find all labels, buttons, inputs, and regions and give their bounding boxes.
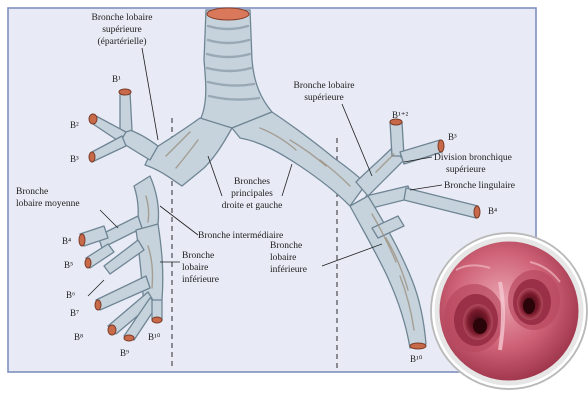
segment-right-b1: B¹: [112, 74, 121, 84]
segment-right-b9: B⁹: [120, 348, 129, 358]
bronchoscopy-inset: [431, 233, 587, 389]
segment-right-b4: B⁴: [62, 236, 71, 246]
label-left-upper-lobe-1: Bronche lobaire: [294, 81, 355, 91]
segment-left-b4: B⁴: [488, 206, 497, 216]
label-middle-lobe-1: Bronche: [16, 187, 48, 197]
label-lingular-bronchus: Bronche lingulaire: [444, 181, 515, 191]
label-intermediate-bronchus: Bronche intermédiaire: [198, 231, 283, 241]
label-main-bronchi-3: droite et gauche: [222, 201, 283, 211]
label-middle-lobe-2: lobaire moyenne: [16, 199, 80, 209]
label-main-bronchi-2: principales: [231, 189, 273, 199]
label-upper-division-1: Division bronchique: [434, 153, 512, 163]
label-right-upper-lobe-2: supérieure: [102, 25, 142, 35]
label-right-lower-lobe-1: Bronche: [182, 251, 214, 261]
label-right-upper-lobe-1: Bronche lobaire: [92, 13, 153, 23]
trachea-lumen: [207, 8, 249, 20]
segment-left-b12: B¹⁺²: [392, 110, 408, 120]
label-main-bronchi-1: Bronches: [234, 177, 270, 187]
segment-right-b6: B⁶: [66, 290, 75, 300]
label-right-lower-lobe-3: inférieure: [182, 274, 219, 285]
segment-right-b8: B⁸: [74, 332, 83, 342]
label-upper-division-2: supérieure: [446, 165, 486, 175]
segment-right-b2: B²: [70, 120, 79, 130]
label-left-lower-lobe-2: lobaire: [270, 253, 296, 263]
label-right-lower-lobe-2: lobaire: [182, 263, 208, 273]
label-right-upper-lobe-3: (épartérielle): [97, 36, 146, 47]
segment-right-b7: B⁷: [70, 308, 79, 318]
label-left-lower-lobe-1: Bronche: [270, 241, 302, 251]
segment-right-b10: B¹⁰: [148, 332, 161, 342]
segment-right-b3: B³: [70, 154, 79, 164]
label-left-upper-lobe-2: supérieure: [304, 93, 344, 103]
label-left-lower-lobe-3: inférieure: [270, 264, 307, 275]
right-b1-branch: [120, 92, 132, 134]
segment-left-b10: B¹⁰: [410, 354, 423, 364]
segment-left-b3: B³: [448, 132, 457, 142]
segment-right-b5: B⁵: [64, 260, 73, 270]
